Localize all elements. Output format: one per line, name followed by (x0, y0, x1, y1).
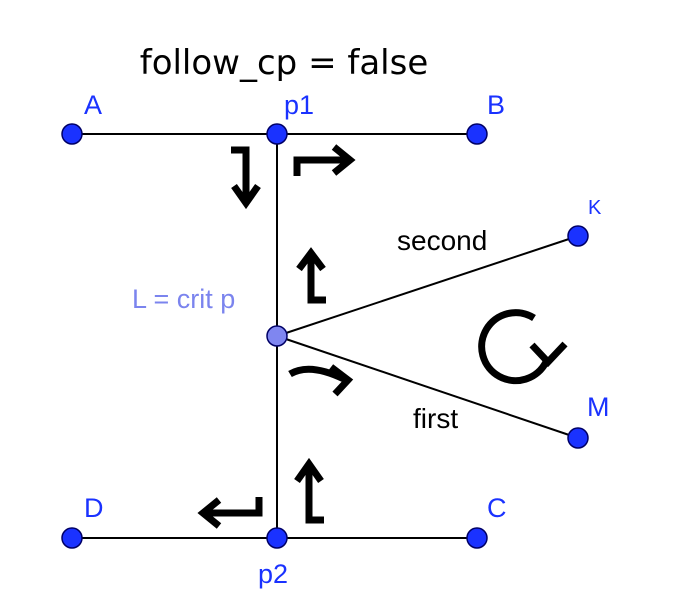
label-k: K (588, 197, 602, 219)
turn-down-arrow (231, 146, 261, 210)
edge-label-second: second (397, 225, 487, 256)
point-c[interactable] (466, 527, 488, 549)
direction-arrows (197, 144, 568, 529)
edge-label-first: first (413, 403, 458, 434)
point-p2[interactable] (266, 527, 288, 549)
label-l-crit: L = crit p (132, 284, 235, 314)
point-a[interactable] (61, 123, 83, 145)
rotate-clockwise-arrow (478, 309, 568, 385)
label-p2: p2 (258, 559, 288, 589)
segment-l-m (276, 335, 579, 439)
label-p1: p1 (284, 90, 314, 120)
label-b: B (487, 90, 505, 120)
point-k[interactable] (567, 225, 589, 247)
turn-left-arrow (197, 497, 263, 529)
turn-right-arrow (293, 144, 356, 176)
point-p1[interactable] (266, 123, 288, 145)
label-d: D (84, 493, 104, 523)
point-b[interactable] (466, 123, 488, 145)
turn-up-arrow-lower (294, 457, 324, 524)
points (61, 123, 589, 549)
segments (72, 133, 579, 539)
segment-l-k (276, 235, 579, 337)
point-l-crit[interactable] (266, 325, 288, 347)
point-d[interactable] (61, 527, 83, 549)
label-m: M (587, 392, 610, 422)
label-a: A (84, 90, 102, 120)
diagram-title: follow_cp = false (140, 43, 429, 83)
label-c: C (487, 493, 507, 523)
curved-right-arrow (288, 364, 354, 397)
turn-up-arrow (296, 247, 326, 304)
point-m[interactable] (567, 427, 589, 449)
